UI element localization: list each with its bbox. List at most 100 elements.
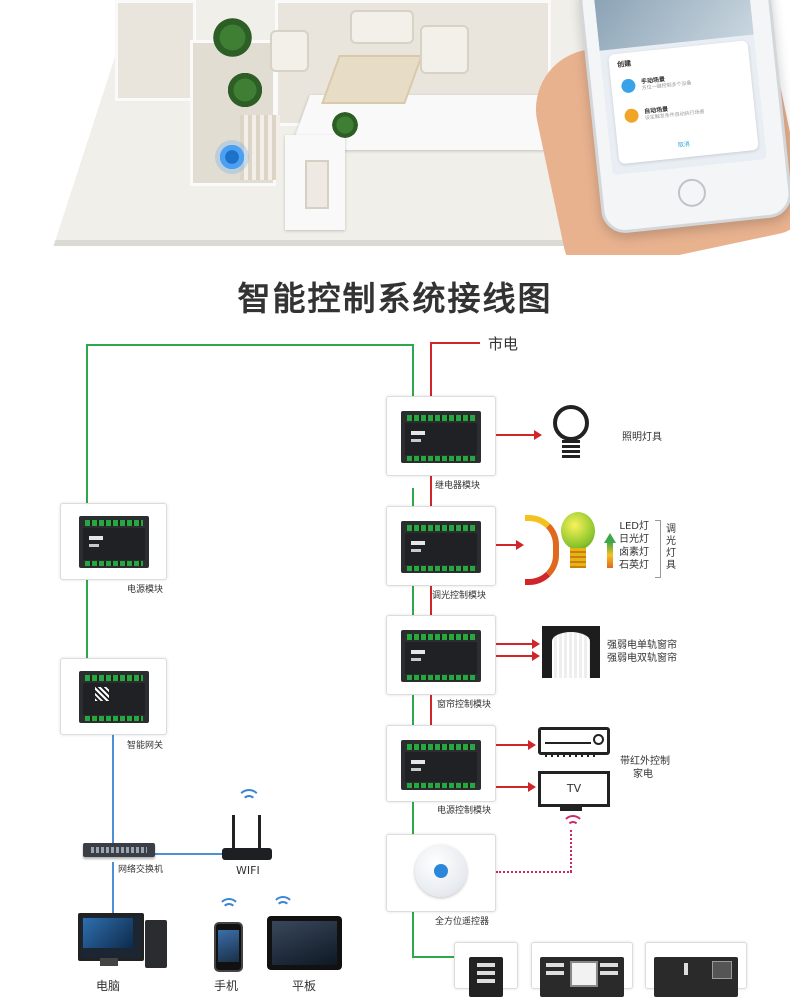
network-wire [112,862,114,914]
remote-controller-box [386,834,496,912]
room-bedroom [115,0,196,101]
device-caption: 电源模块 [127,585,164,595]
monitor-screen [83,918,133,948]
power-module-box [60,503,167,580]
air-conditioner-icon [538,727,610,755]
green-wire [412,488,414,956]
dimmable-bulb-base [570,548,586,568]
smart-gateway-box [60,658,167,735]
rug [321,55,423,104]
window-light [552,632,590,678]
curtain-module-device [401,630,481,682]
tablet-screen [272,921,337,965]
brightness-up-icon [604,533,616,543]
switch-ports [91,847,147,853]
plant [330,110,360,140]
monitor-stand [100,958,118,966]
device-caption: 窗帘控制模块 [437,700,492,710]
remote-controller-device [415,845,467,897]
device-caption: 调光控制模块 [432,591,487,601]
wireless-signal-icon [215,140,249,174]
target-label: 强弱电双轨窗帘 [607,653,677,664]
mains-wire [430,342,480,344]
curtain-icon [542,626,600,678]
switch-panel-device [469,957,503,997]
wifi-caption: WIFI [236,864,260,877]
terminal-caption: 平板 [292,979,317,993]
lamp-type: LED灯 [619,521,649,532]
socket-panel-box [645,942,747,997]
plant [210,15,255,60]
thermostat-display [570,961,598,987]
device-caption: 智能网关 [127,741,164,751]
mains-wire [430,582,432,617]
relay-module-box [386,396,496,476]
control-panel-box [531,942,633,997]
network-switch-device [83,843,155,857]
terminal-caption: 电脑 [96,979,121,993]
target-label: 家电 [633,769,653,780]
lamp-type: 石英灯 [619,560,649,571]
computer-monitor [78,913,144,961]
tv-stand [560,806,582,811]
output-arrow [496,540,524,550]
network-wire [155,853,223,855]
qr-code-icon [95,687,109,701]
dimming-arc-icon [525,515,559,585]
power-control-module-device [401,740,481,790]
output-arrow [496,651,540,661]
bracket [655,520,661,578]
mobile-screen [218,930,239,962]
green-wire [86,580,88,658]
ac-airflow [545,752,599,757]
hero-illustration: 创建 手动场景 方位一键控制多个设备 自动场景 设定触发条件自动执行场景 取消 [0,0,790,255]
wifi-router-device [222,848,272,860]
wifi-signal-icon [237,789,261,813]
ir-link [496,871,572,873]
power-control-module-box [386,725,496,802]
dimmable-bulb-icon [561,512,595,550]
armchair [420,25,469,74]
socket-panel-device [654,957,738,997]
chair [270,30,309,72]
router-antenna [232,815,235,849]
wifi-signal-icon [218,898,240,920]
mains-wire [430,342,432,397]
ir-signal-icon [562,815,584,837]
light-bulb-base [562,440,580,460]
output-arrow [496,740,536,750]
home-button[interactable] [676,177,708,209]
output-arrow [496,639,540,649]
ac-vent [545,742,591,744]
lamp-type: 日光灯 [619,534,649,545]
mains-label: 市电 [488,335,519,353]
lamp-type: 卤素灯 [619,547,649,558]
cancel-button[interactable]: 取消 [677,140,691,150]
green-wire [412,344,414,396]
target-label: 强弱电单轨窗帘 [607,640,677,651]
create-dialog: 创建 手动场景 方位一键控制多个设备 自动场景 设定触发条件自动执行场景 取消 [608,40,759,165]
green-wire [86,344,88,504]
room-door [305,160,329,209]
remote-button[interactable] [434,864,448,878]
wifi-signal-icon [276,901,290,915]
brightness-bar [607,542,613,568]
bracket-label: 调光灯具 [666,524,676,571]
switch-panel-box [454,942,518,997]
target-label: 带红外控制 [620,756,670,767]
terminal-caption: 手机 [214,979,239,993]
switch-caption: 网络交换机 [118,865,164,875]
device-caption: 电源控制模块 [437,806,492,816]
wifi-signal-icon [272,896,294,918]
relay-module-device [401,411,481,463]
router-antenna [258,815,261,849]
ac-dial [593,734,604,745]
smart-gateway-device [79,671,149,723]
dimmer-module-device [401,521,481,573]
green-wire [86,344,414,346]
tv-icon: TV [538,771,610,807]
mains-wire [430,692,432,727]
network-wire [112,735,114,843]
ir-link [570,830,572,872]
sofa [350,10,414,44]
